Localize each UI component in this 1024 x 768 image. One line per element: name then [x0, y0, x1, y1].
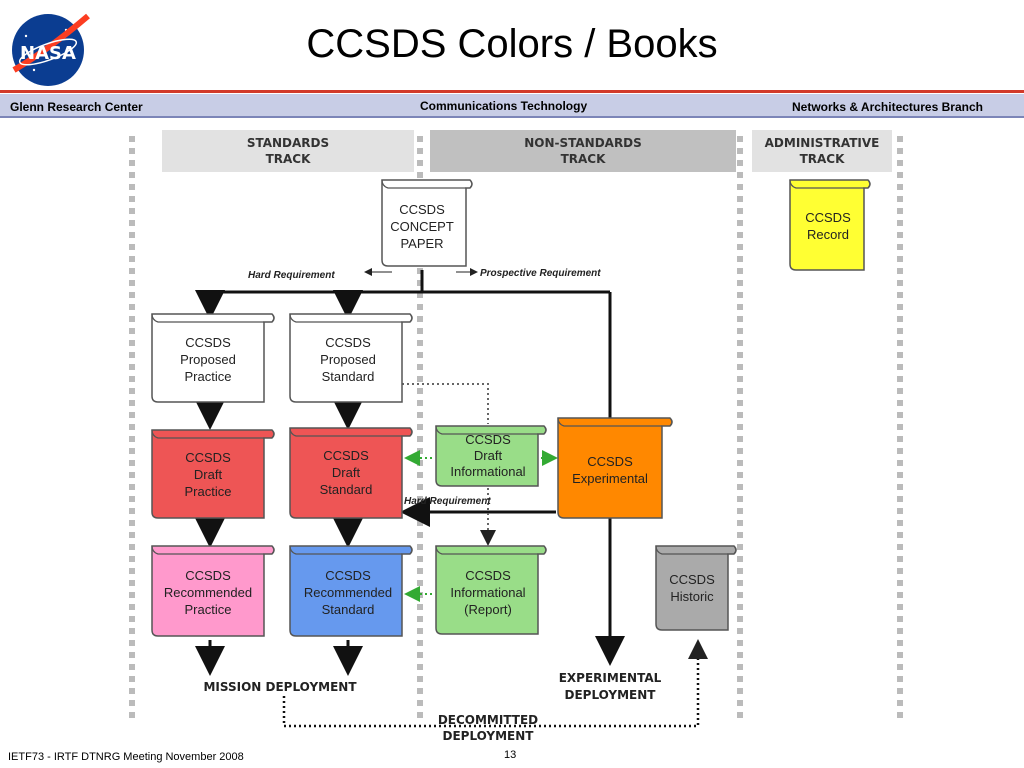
header-center: Communications Technology	[420, 99, 588, 113]
node-recommended-standard-line3: Standard	[322, 602, 375, 617]
node-proposed-practice-line2: Proposed	[180, 352, 236, 367]
node-recommended-standard-line2: Recommended	[304, 585, 392, 600]
node-draft-standard-line2: Draft	[332, 465, 361, 480]
page-number: 13	[504, 749, 517, 761]
track-header-administrative: ADMINISTRATIVE TRACK	[752, 130, 892, 172]
experimental-deployment-line2: DEPLOYMENT	[564, 688, 656, 702]
node-draft-standard: CCSDS Draft Standard	[289, 427, 413, 519]
node-experimental-line2: Experimental	[572, 471, 648, 486]
node-proposed-practice-line1: CCSDS	[185, 335, 231, 350]
node-record-line2: Record	[807, 227, 849, 242]
experimental-deployment-line1: EXPERIMENTAL	[559, 671, 662, 685]
mission-deployment-label: MISSION DEPLOYMENT	[203, 680, 357, 694]
node-proposed-standard-line2: Proposed	[320, 352, 376, 367]
header-band	[0, 90, 1024, 118]
node-experimental-line1: CCSDS	[587, 454, 633, 469]
node-informational-report-line1: CCSDS	[465, 568, 511, 583]
ccsds-books-diagram: STANDARDS TRACK NON-STANDARDS TRACK ADMI…	[129, 130, 903, 743]
slide-title: CCSDS Colors / Books	[306, 22, 718, 66]
track-header-non-standards: NON-STANDARDS TRACK	[430, 130, 736, 172]
node-recommended-standard: CCSDS Recommended Standard	[289, 545, 413, 637]
node-proposed-practice: CCSDS Proposed Practice	[151, 313, 275, 403]
node-informational-report-line3: (Report)	[464, 602, 512, 617]
footer-meeting: IETF73 - IRTF DTNRG Meeting November 200…	[8, 751, 244, 763]
node-proposed-practice-line3: Practice	[185, 369, 232, 384]
track-standards-line1: STANDARDS	[247, 136, 329, 150]
track-nonstandards-line2: TRACK	[561, 152, 607, 166]
node-recommended-standard-line1: CCSDS	[325, 568, 371, 583]
node-recommended-practice: CCSDS Recommended Practice	[151, 545, 275, 637]
node-draft-informational-line1: CCSDS	[465, 432, 511, 447]
prospective-requirement-label: Prospective Requirement	[480, 268, 601, 279]
node-concept-line1: CCSDS	[399, 202, 445, 217]
node-recommended-practice-line3: Practice	[185, 602, 232, 617]
node-draft-informational-line2: Draft	[474, 448, 503, 463]
decommitted-deployment-line1: DECOMMITTED	[438, 713, 538, 727]
node-informational-report-line2: Informational	[450, 585, 525, 600]
node-draft-practice-line2: Draft	[194, 467, 223, 482]
node-draft-standard-line3: Standard	[320, 482, 373, 497]
node-draft-practice: CCSDS Draft Practice	[151, 429, 275, 519]
node-proposed-standard: CCSDS Proposed Standard	[289, 313, 413, 403]
track-admin-line2: TRACK	[800, 152, 846, 166]
node-proposed-standard-line1: CCSDS	[325, 335, 371, 350]
decommitted-deployment-line2: DEPLOYMENT	[442, 729, 534, 743]
node-historic-line1: CCSDS	[669, 572, 715, 587]
node-recommended-practice-line2: Recommended	[164, 585, 252, 600]
hard-requirement-label-mid: Hard Requirement	[404, 496, 491, 507]
node-draft-informational: CCSDS Draft Informational	[435, 425, 547, 487]
node-draft-practice-line1: CCSDS	[185, 450, 231, 465]
node-record: CCSDS Record	[789, 179, 871, 271]
node-concept-line3: PAPER	[400, 236, 443, 251]
node-historic: CCSDS Historic	[655, 545, 737, 631]
node-record-line1: CCSDS	[805, 210, 851, 225]
node-draft-standard-line1: CCSDS	[323, 448, 369, 463]
node-concept-line2: CONCEPT	[390, 219, 454, 234]
node-proposed-standard-line3: Standard	[322, 369, 375, 384]
node-recommended-practice-line1: CCSDS	[185, 568, 231, 583]
node-informational-report: CCSDS Informational (Report)	[435, 545, 547, 635]
track-admin-line1: ADMINISTRATIVE	[765, 136, 880, 150]
node-historic-line2: Historic	[670, 589, 714, 604]
node-concept-paper: CCSDS CONCEPT PAPER	[381, 179, 473, 267]
nasa-logo: NASA	[12, 13, 90, 86]
track-header-standards: STANDARDS TRACK	[162, 130, 414, 172]
node-draft-practice-line3: Practice	[185, 484, 232, 499]
header-left: Glenn Research Center	[10, 100, 143, 114]
node-draft-informational-line3: Informational	[450, 464, 525, 479]
nasa-logo-text: NASA	[20, 43, 76, 64]
node-experimental: CCSDS Experimental	[557, 417, 673, 519]
track-nonstandards-line1: NON-STANDARDS	[524, 136, 642, 150]
hard-requirement-label-top: Hard Requirement	[248, 270, 335, 281]
track-standards-line2: TRACK	[266, 152, 312, 166]
header-right: Networks & Architectures Branch	[792, 100, 983, 114]
